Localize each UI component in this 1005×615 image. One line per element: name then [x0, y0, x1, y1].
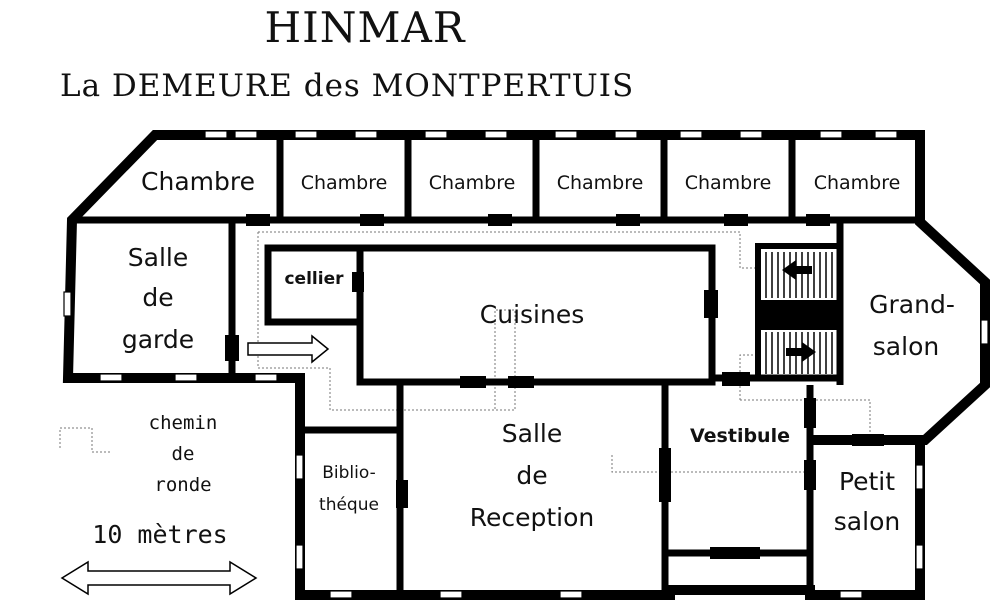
room-label-chambre-2: Chambre	[301, 172, 388, 194]
room-label-petit-salon-2: salon	[834, 507, 900, 536]
chemin-de-ronde-label-2: de	[172, 443, 195, 465]
room-label-salle-de-reception-1: Salle	[502, 419, 562, 448]
room-label-cellier: cellier	[284, 269, 344, 289]
room-label-cuisines: Cuisines	[480, 300, 584, 329]
room-label-petit-salon-1: Petit	[839, 467, 895, 496]
plan-subtitle: La DEMEURE des MONTPERTUIS	[60, 68, 635, 104]
room-label-salle-de-garde-3: garde	[122, 325, 194, 354]
entrance-arrow-icon	[247, 334, 330, 364]
chemin-de-ronde-label-3: ronde	[154, 474, 211, 496]
room-label-salle-de-garde-1: Salle	[128, 243, 188, 272]
room-label-salle-de-reception-3: Reception	[470, 503, 595, 532]
room-label-chambre-6: Chambre	[814, 172, 901, 194]
room-label-bibliotheque-2: théque	[319, 495, 379, 515]
scale-label: 10 mètres	[92, 520, 227, 549]
room-label-grand-salon-1: Grand-	[869, 290, 955, 319]
room-label-bibliotheque-1: Biblio-	[322, 463, 375, 483]
room-label-chambre-5: Chambre	[685, 172, 772, 194]
room-label-salle-de-reception-2: de	[516, 461, 547, 490]
room-label-chambre-3: Chambre	[429, 172, 516, 194]
chemin-de-ronde-marker	[59, 427, 110, 453]
circulation-path	[257, 231, 871, 473]
plan-title: HINMAR	[264, 3, 466, 52]
room-label-vestibule: Vestibule	[690, 425, 790, 447]
scale-arrow-icon	[60, 560, 258, 596]
doors	[225, 214, 884, 559]
stair-arrow-down-icon	[786, 342, 816, 362]
staircase	[760, 252, 838, 374]
room-label-chambre-1: Chambre	[141, 167, 255, 196]
room-label-chambre-4: Chambre	[557, 172, 644, 194]
stair-arrow-up-icon	[782, 260, 812, 280]
room-label-grand-salon-2: salon	[873, 332, 939, 361]
chemin-de-ronde-label-1: chemin	[149, 412, 218, 434]
room-label-salle-de-garde-2: de	[142, 283, 173, 312]
windows	[63, 130, 989, 599]
